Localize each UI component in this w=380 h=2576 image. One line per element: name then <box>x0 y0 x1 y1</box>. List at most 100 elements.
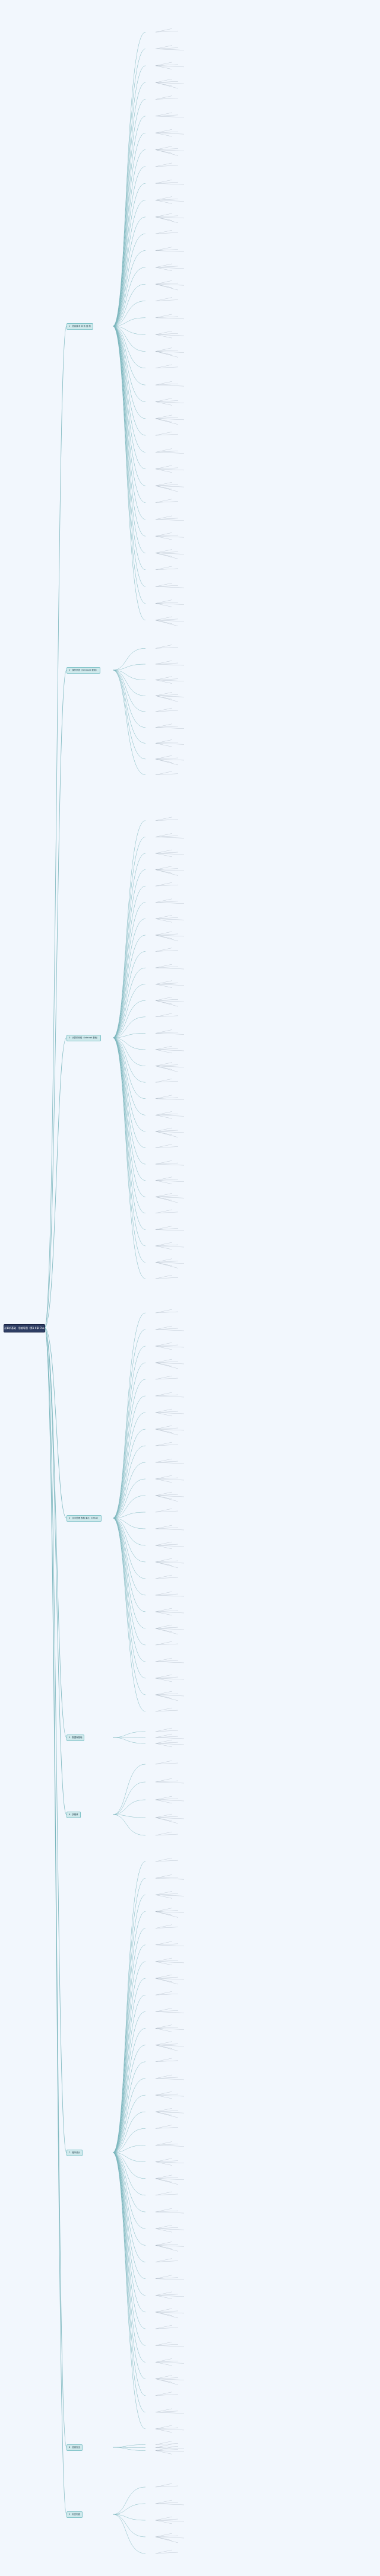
leaf-connector <box>155 1796 173 1800</box>
branch-node-2[interactable]: 2 · 操作系统（Windows 使用） <box>66 667 100 674</box>
leaf-connector <box>155 317 185 319</box>
leaf-connector <box>155 183 185 185</box>
leaf-connector <box>155 1275 173 1279</box>
subtree-connector <box>112 2011 146 2153</box>
leaf-connector <box>155 2425 173 2430</box>
leaf-connector <box>155 742 179 744</box>
leaf-connector <box>155 381 173 385</box>
root-node[interactable]: 计算机基础 · 思维导图（第1-6章 Chapter） <box>4 1324 45 1332</box>
leaf-connector <box>155 149 185 151</box>
subtree-connector <box>112 326 146 452</box>
leaf-connector <box>155 515 173 519</box>
leaf-connector <box>155 28 173 33</box>
leaf-connector <box>155 1674 173 1679</box>
leaf-connector <box>155 432 173 436</box>
subtree-connector <box>112 1037 146 1066</box>
leaf-connector <box>155 2011 185 2013</box>
leaf-connector <box>155 1475 173 1480</box>
leaf-connector <box>155 551 179 553</box>
leaf-connector <box>155 884 179 887</box>
branch-node-8[interactable]: 8 · 信息安全 <box>66 2444 83 2451</box>
leaf-connector <box>155 1429 179 1436</box>
leaf-connector <box>155 1742 179 1744</box>
leaf-connector <box>155 518 179 519</box>
leaf-connector <box>155 1762 179 1765</box>
leaf-connector <box>155 1015 179 1017</box>
leaf-connector <box>155 1927 179 1928</box>
leaf-connector <box>155 553 173 557</box>
leaf-connector <box>155 1064 179 1066</box>
leaf-connector <box>155 45 173 49</box>
leaf-connector <box>155 133 173 137</box>
leaf-connector <box>155 2446 179 2448</box>
leaf-connector <box>155 1643 179 1646</box>
leaf-connector <box>155 935 185 937</box>
leaf-connector <box>155 1527 179 1529</box>
leaf-connector <box>155 1710 179 1712</box>
leaf-connector <box>155 553 179 559</box>
leaf-connector <box>155 1978 173 1982</box>
leaf-connector <box>155 1857 173 1862</box>
leaf-connector <box>155 149 179 156</box>
leaf-connector <box>155 2450 185 2452</box>
leaf-connector <box>155 1461 179 1463</box>
leaf-connector <box>155 484 179 486</box>
leaf-connector <box>155 1195 179 1197</box>
subtree-connector <box>112 1877 146 2153</box>
leaf-connector <box>155 1676 179 1679</box>
leaf-connector <box>155 696 185 697</box>
leaf-connector <box>155 2520 185 2522</box>
subtree-connector <box>112 1814 146 1836</box>
leaf-connector <box>155 739 173 744</box>
leaf-connector <box>155 2074 173 2079</box>
leaf-connector <box>155 47 179 49</box>
leaf-connector <box>155 415 173 419</box>
leaf-connector <box>155 983 179 984</box>
leaf-connector <box>155 2516 173 2521</box>
leaf-connector <box>155 1495 179 1502</box>
branch-node-4[interactable]: 4 · 文字处理 表格 演示（Office） <box>66 1515 102 1522</box>
subtree-connector <box>112 1478 146 1519</box>
leaf-connector <box>155 448 173 452</box>
subtree-connector <box>112 1016 146 1038</box>
leaf-connector <box>155 1131 185 1133</box>
leaf-connector <box>155 1127 173 1132</box>
leaf-connector <box>155 1911 173 1915</box>
branch-node-9[interactable]: 9 · 补充内容 <box>66 2511 83 2518</box>
branch-node-5[interactable]: 5 · 数据库基础 <box>66 1735 85 1741</box>
leaf-connector <box>155 482 173 486</box>
branch-node-1[interactable]: 1 · 信息技术 体 系 结 构 <box>66 323 93 330</box>
leaf-connector <box>155 2229 185 2230</box>
leaf-connector <box>155 536 185 538</box>
leaf-connector <box>155 2077 179 2079</box>
subtree-connector <box>112 233 146 327</box>
leaf-connector <box>155 2191 173 2196</box>
branch-node-3[interactable]: 3 · 计算机网络（Internet 基础） <box>66 1035 102 1041</box>
leaf-connector <box>155 2518 179 2521</box>
leaf-connector <box>155 710 179 712</box>
leaf-connector <box>155 133 185 135</box>
subtree-connector <box>112 1517 146 1529</box>
leaf-connector <box>155 662 179 665</box>
leaf-connector <box>155 146 173 150</box>
leaf-connector <box>155 723 173 728</box>
leaf-connector <box>155 869 185 871</box>
leaf-connector <box>155 1694 179 1701</box>
leaf-connector <box>155 2008 173 2012</box>
leaf-connector <box>155 1657 173 1662</box>
leaf-connector <box>155 1066 173 1070</box>
subtree-connector <box>112 1861 146 2153</box>
leaf-connector <box>155 2427 179 2430</box>
branch-node-7[interactable]: 7 · 程序设计 <box>66 2150 83 2156</box>
leaf-connector <box>155 2379 173 2383</box>
branch-node-6[interactable]: 6 · 多媒体 <box>66 1812 81 1818</box>
leaf-connector <box>155 533 173 537</box>
subtree-connector <box>112 2061 146 2153</box>
leaf-connector <box>155 1111 173 1115</box>
subtree-connector <box>112 1412 146 1519</box>
leaf-connector <box>155 1743 185 1745</box>
leaf-connector <box>155 919 185 920</box>
subtree-connector <box>112 326 146 352</box>
leaf-connector <box>155 64 179 66</box>
leaf-connector <box>155 2362 185 2364</box>
